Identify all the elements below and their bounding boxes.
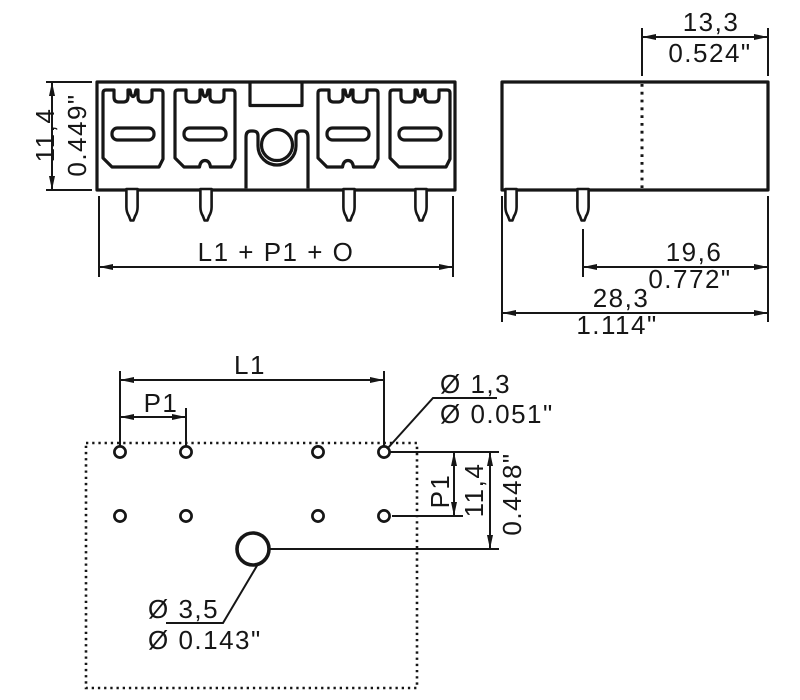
leader-line-pin-hole (386, 397, 497, 450)
mounting-hole-dia-mm-text: Ø 3,5 (148, 594, 219, 624)
terminal-block-2 (173, 88, 237, 169)
pin-hole (377, 509, 391, 523)
solder-pin (125, 187, 139, 222)
pin-hole-dia-mm-text: Ø 1,3 (440, 369, 511, 399)
drill-p1-text: P1 (144, 388, 179, 418)
side-offset-mm-text: 13,3 (683, 7, 740, 37)
pin-hole (113, 445, 127, 459)
front-height-inch-text: 0.449" (62, 93, 92, 176)
pin-hole (113, 509, 127, 523)
side-pin-edge-mm-text: 19,6 (666, 237, 723, 267)
side-view: 13,3 0.524" 19,6 0.772" 28,3 1.114" (500, 7, 770, 340)
drill-row-offset-mm-text: 11,4 (459, 463, 489, 518)
drill-plan-view: L1 P1 Ø 1,3 Ø 0.051" P1 11,4 0.448" Ø 3,… (84, 350, 554, 690)
drill-l1-text: L1 (234, 350, 266, 380)
side-pin-edge-inch-text: 0.772" (648, 264, 731, 294)
pin-hole (179, 445, 193, 459)
terminal-block-3 (316, 88, 380, 169)
solder-pin (199, 187, 213, 222)
leader-line-mounting-hole (166, 563, 259, 624)
pin-hole (311, 445, 325, 459)
front-width-formula-text: L1 + P1 + O (198, 237, 355, 267)
coding-notch (248, 83, 304, 108)
center-post-circle (259, 127, 295, 163)
locking-channel (244, 129, 310, 189)
side-offset-inch-text: 0.524" (668, 38, 751, 68)
solder-pin (576, 187, 590, 222)
drill-p1-vertical-text: P1 (425, 474, 455, 509)
board-outline (84, 441, 419, 690)
terminal-block-4 (388, 88, 452, 169)
mounting-hole (235, 531, 271, 567)
front-view: 11,4 0.449" L1 + P1 + O (30, 80, 457, 277)
solder-pin (342, 187, 356, 222)
solder-pin (414, 187, 428, 222)
side-depth-inch-text: 1.114" (576, 310, 657, 340)
mounting-hole-dia-inch-text: Ø 0.143" (148, 625, 262, 655)
pin-hole (377, 445, 391, 459)
solder-pin (504, 187, 518, 222)
pin-hole (311, 509, 325, 523)
pin-hole (179, 509, 193, 523)
pin-hole-dia-inch-text: Ø 0.051" (440, 399, 554, 429)
front-height-mm-text: 11,4 (30, 108, 60, 163)
drill-row-offset-inch-text: 0.448" (497, 452, 527, 535)
terminal-block-1 (101, 88, 165, 169)
side-depth-mm-text: 28,3 (593, 283, 650, 313)
connector-body-side (500, 80, 770, 192)
